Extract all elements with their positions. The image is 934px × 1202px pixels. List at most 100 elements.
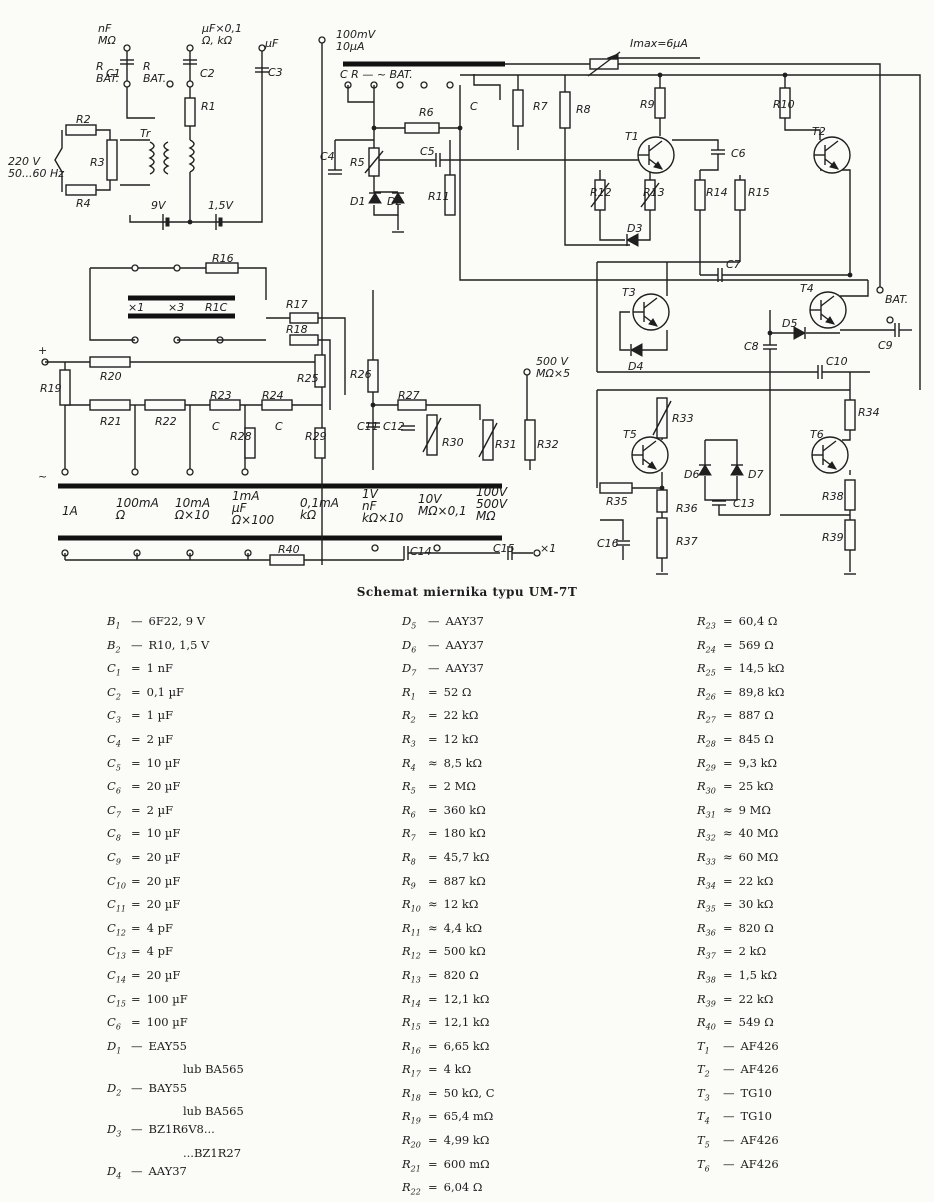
part-separator: — (723, 1109, 735, 1124)
part-separator: = (428, 991, 438, 1006)
terminal (258, 44, 266, 52)
part-entry: D7—AAY37 (402, 659, 495, 683)
c16-label: C16 (597, 537, 619, 550)
part-ref: R31 (697, 802, 716, 820)
part-separator: — (131, 1122, 143, 1137)
part-separator: = (428, 1085, 438, 1100)
part-value: 22 kΩ (738, 873, 774, 888)
wire (126, 48, 155, 119)
part-separator: = (723, 708, 733, 723)
part-entry: D4—AAY37 (107, 1162, 244, 1186)
part-separator: = (131, 1015, 141, 1030)
part-ref: D7 (402, 661, 417, 678)
part-entry: R9=887 kΩ (402, 872, 495, 896)
wire (718, 505, 770, 516)
schematic-components (59, 51, 900, 575)
part-ref: R30 (697, 779, 716, 796)
battery-plate (218, 217, 223, 227)
wire (426, 404, 481, 420)
part-entry: R38=1,5 kΩ (697, 966, 784, 990)
v15-label: 1,5V (208, 199, 234, 212)
transistor-arrow (648, 318, 659, 327)
terminal (446, 81, 454, 89)
part-ref: T2 (697, 1062, 710, 1079)
part-value: 4 pF (146, 920, 173, 935)
wire (96, 129, 111, 140)
part-ref: D4 (107, 1164, 122, 1181)
part-separator: = (723, 920, 733, 935)
transistor-arrow (829, 161, 840, 170)
resistor (244, 427, 256, 459)
c1-label: C1 (106, 67, 121, 80)
part-entry: R10≈12 kΩ (402, 895, 495, 919)
d2-label: D2 (387, 195, 402, 208)
part-ref: R27 (697, 708, 716, 725)
part-entry: R15=12,1 kΩ (402, 1013, 495, 1037)
part-entry: D5—AAY37 (402, 612, 495, 636)
part-ref: R20 (402, 1133, 421, 1150)
part-separator: = (428, 826, 438, 841)
transistor-collector (820, 295, 835, 307)
diode (629, 343, 643, 357)
part-separator: — (131, 614, 143, 628)
part-entry: R22=6,04 Ω (402, 1178, 495, 1202)
resistor (397, 399, 427, 411)
part-ref: R16 (402, 1038, 421, 1055)
part-entry: C2=0,1 µF (107, 683, 244, 707)
wire (700, 154, 719, 171)
part-entry: lub BA565 (107, 1102, 244, 1120)
potentiometer-arrow (652, 400, 672, 436)
terminal (131, 264, 139, 272)
part-separator: = (131, 849, 141, 864)
wire (318, 317, 346, 395)
d6-label: D6 (684, 468, 699, 481)
resistor (59, 369, 71, 406)
part-separator: = (723, 991, 733, 1006)
part-separator: = (131, 661, 141, 676)
part-ref: T3 (697, 1085, 710, 1103)
part-value: AF426 (740, 1038, 779, 1053)
terminal (131, 468, 139, 476)
part-separator: — (131, 1038, 143, 1053)
resistor (779, 87, 791, 119)
part-entry: R39=22 kΩ (697, 990, 784, 1014)
d7-label: D7 (748, 468, 763, 481)
diode (698, 464, 712, 476)
x1-out-label: ×1 (540, 542, 556, 555)
part-entry: R3=12 kΩ (402, 730, 495, 754)
part-value: 2 µF (146, 802, 174, 817)
part-separator: — (723, 1156, 735, 1171)
part-ref: R5 (402, 779, 416, 796)
transistor-arrow (825, 316, 836, 325)
part-separator: = (428, 873, 438, 888)
resistor (694, 179, 706, 211)
part-separator: = (131, 708, 141, 723)
part-entry: R11≈4,4 kΩ (402, 919, 495, 943)
part-entry: C14=20 µF (107, 966, 244, 990)
part-entry: R2=22 kΩ (402, 706, 495, 730)
part-value: 4,4 kΩ (443, 920, 483, 935)
junction-dot (187, 219, 193, 225)
part-value: 30 kΩ (738, 897, 774, 912)
part-entry: R19=65,4 mΩ (402, 1107, 495, 1131)
part-entry: R28=845 Ω (697, 730, 784, 754)
transistor-collector (642, 440, 657, 452)
part-ref: C2 (107, 684, 121, 702)
part-ref: R35 (697, 897, 716, 914)
diode (730, 464, 744, 476)
part-value: 6,65 kΩ (443, 1038, 490, 1053)
transformer-coil (163, 141, 170, 175)
part-separator: — (723, 1038, 735, 1053)
part-ref: R23 (697, 614, 716, 631)
part-value: 4 kΩ (443, 1062, 472, 1077)
part-entry: T1—AF426 (697, 1037, 784, 1061)
resistor (844, 479, 856, 511)
wire (459, 128, 868, 281)
t4-label: T4 (800, 282, 814, 295)
